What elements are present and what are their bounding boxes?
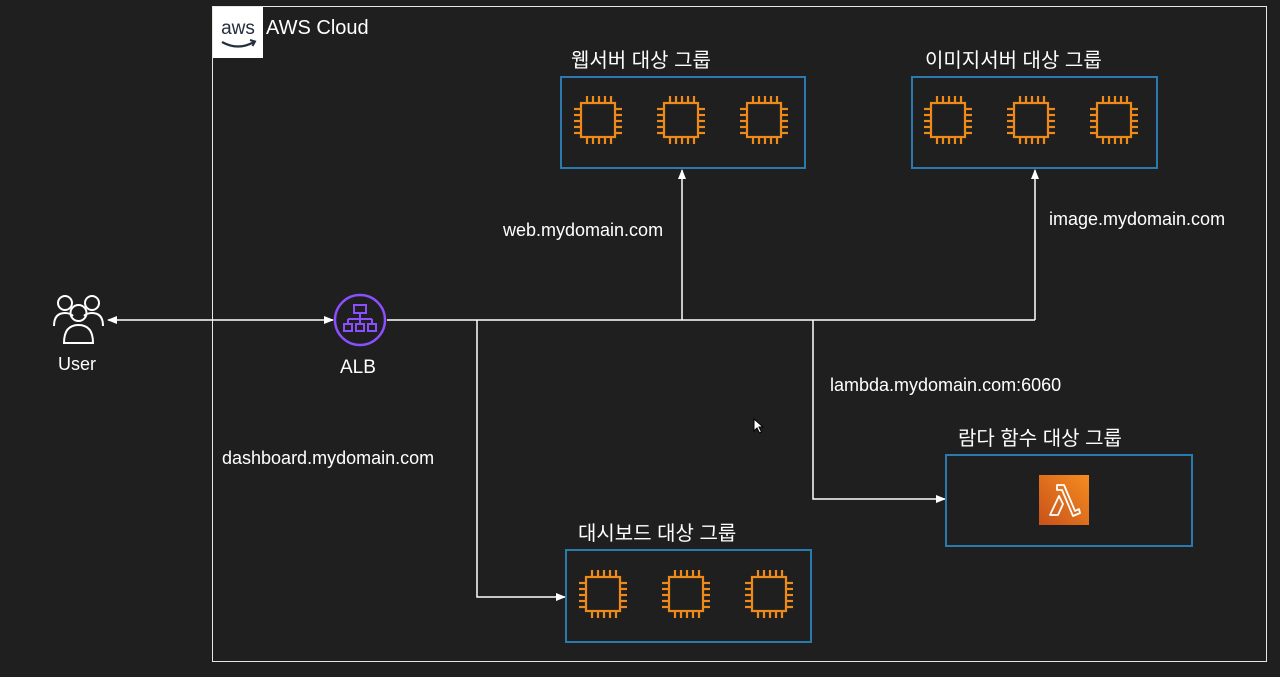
ec2-instance-icon — [568, 90, 628, 150]
load-balancer-icon — [333, 293, 387, 347]
svg-text:aws: aws — [221, 18, 255, 39]
user-node: User — [50, 292, 110, 382]
image-group-title: 이미지서버 대상 그룹 — [925, 50, 1102, 72]
lambda-arrow — [812, 320, 946, 503]
web-target-group — [560, 76, 806, 169]
aws-logo: aws — [213, 7, 263, 58]
dashboard-route-label: dashboard.mydomain.com — [222, 448, 435, 468]
ec2-instance-icon — [734, 90, 794, 150]
alb-label: ALB — [340, 357, 376, 378]
user-label: User — [58, 354, 97, 374]
ec2-instance-icon — [656, 564, 716, 624]
dashboard-group-title: 대시보드 대상 그룹 — [578, 523, 737, 545]
mouse-cursor-icon — [753, 417, 765, 439]
lambda-group-title: 람다 함수 대상 그룹 — [958, 428, 1122, 450]
aws-cloud-label: AWS Cloud — [266, 17, 369, 39]
ec2-instance-icon — [651, 90, 711, 150]
ec2-instance-icon — [918, 90, 978, 150]
ec2-instance-icon — [739, 564, 799, 624]
users-icon — [53, 295, 104, 344]
web-route-label: web.mydomain.com — [503, 220, 664, 240]
ec2-instance-icon — [1001, 90, 1061, 150]
web-group-title: 웹서버 대상 그룹 — [571, 50, 711, 72]
image-route-label: image.mydomain.com — [1049, 209, 1226, 229]
dashboard-arrow — [476, 320, 566, 601]
ec2-instance-icon — [573, 564, 633, 624]
lambda-target-group — [945, 454, 1193, 547]
aws-cloud-boundary — [212, 6, 1267, 662]
ec2-instance-icon — [1084, 90, 1144, 150]
image-target-group — [911, 76, 1158, 169]
lambda-route-label: lambda.mydomain.com:6060 — [830, 375, 1062, 395]
dashboard-target-group — [565, 549, 812, 643]
alb-node: ALB — [333, 293, 389, 383]
lambda-icon — [1039, 475, 1089, 525]
